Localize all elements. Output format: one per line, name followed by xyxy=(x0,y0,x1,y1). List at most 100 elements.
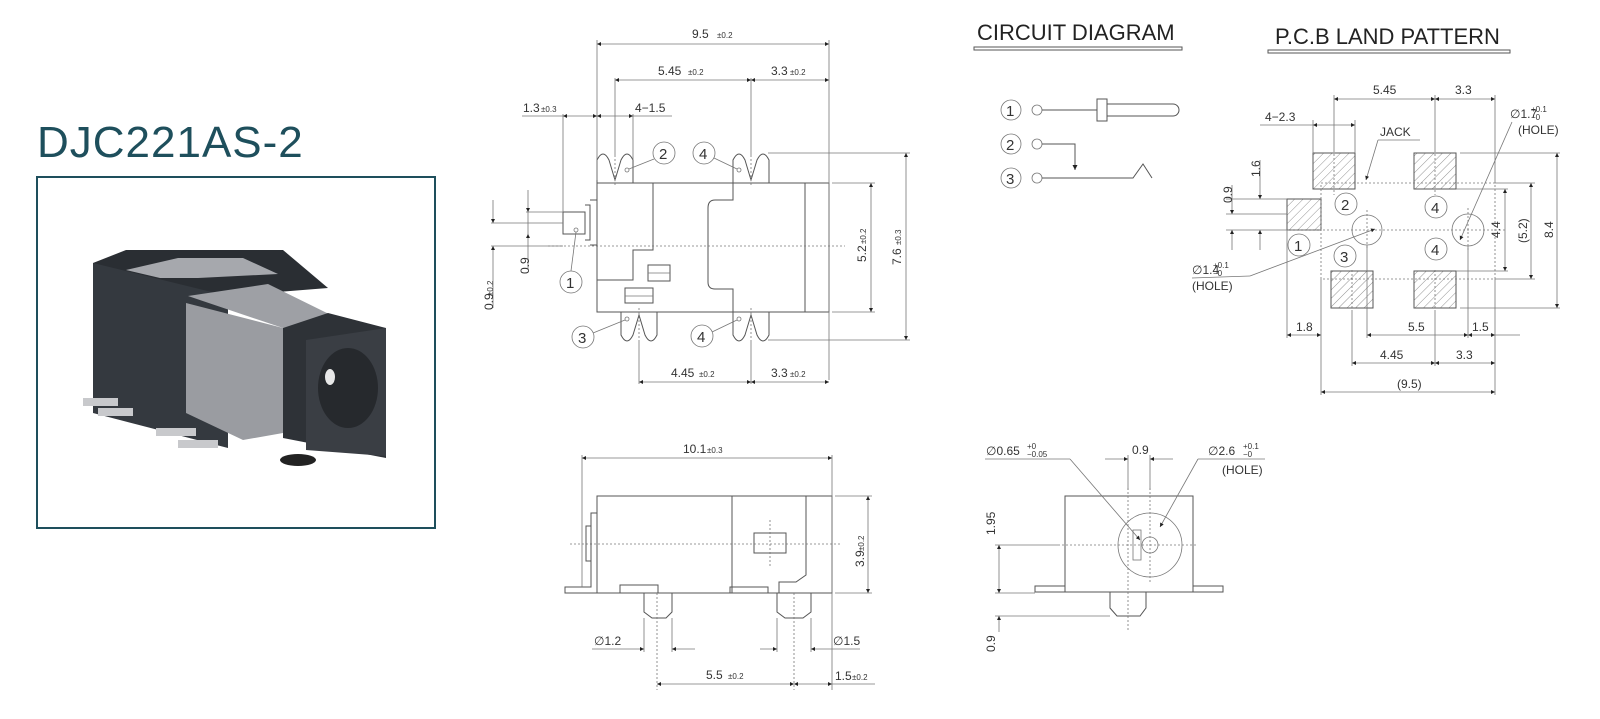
pcb-dim-inner-h: 4.4 xyxy=(1489,221,1503,238)
pin-callout-3 xyxy=(571,325,595,349)
svg-text:3: 3 xyxy=(1340,249,1348,266)
pcb-dim-span-b: 3.3 xyxy=(1455,83,1472,97)
svg-text:−0.05: −0.05 xyxy=(1027,450,1048,459)
svg-text:+0.1: +0.1 xyxy=(1531,105,1547,114)
svg-text:(HOLE): (HOLE) xyxy=(1518,123,1559,137)
top-view: 9.5 ±0.2 5.45 ±0.2 3.3 ±0.2 1.3 ±0.3 4−1… xyxy=(482,27,910,384)
peg-small xyxy=(643,593,673,619)
pcb-dim-right-off: 1.5 xyxy=(1472,320,1489,334)
svg-text:±0.2: ±0.2 xyxy=(728,672,744,681)
product-render xyxy=(83,250,386,466)
svg-text:2: 2 xyxy=(659,146,667,163)
svg-text:±0.2: ±0.2 xyxy=(790,68,806,77)
pin-3-outline xyxy=(620,312,658,342)
svg-text:−0: −0 xyxy=(1213,269,1223,278)
svg-text:4: 4 xyxy=(699,146,707,163)
pcb-dim-bottom-right: 3.3 xyxy=(1456,348,1473,362)
svg-text:±0.2: ±0.2 xyxy=(790,370,806,379)
svg-text:2: 2 xyxy=(1006,137,1014,154)
dim-pin1-width: 0.9 xyxy=(518,257,532,274)
dim-pin1-offset: 1.3 xyxy=(523,101,540,115)
svg-text:−0: −0 xyxy=(1531,113,1541,122)
front-body-outline xyxy=(1064,495,1194,593)
pcb-dim-pad-h: 1.6 xyxy=(1249,160,1263,177)
circuit-pin-2 xyxy=(1000,133,1022,155)
svg-text:±0.2: ±0.2 xyxy=(688,68,704,77)
dim-pin-span-bottom: 4.45 xyxy=(671,366,695,380)
side-dim-peg-right: 1.5 xyxy=(835,669,852,683)
svg-text:±0.3: ±0.3 xyxy=(541,105,557,114)
dim-right-offset-top: 3.3 xyxy=(771,64,788,78)
svg-text:±0.3: ±0.3 xyxy=(894,229,903,245)
dim-body-height: 5.2 xyxy=(855,245,869,262)
pcb-dim-hole-span: 5.5 xyxy=(1408,320,1425,334)
side-view: 10.1 ±0.3 3.9 ±0.2 ∅1.2 ∅1.5 5.5 ±0.2 1.… xyxy=(564,442,875,690)
pcb-dim-ref-h: (5.2) xyxy=(1516,218,1530,243)
svg-text:±0.2: ±0.2 xyxy=(857,535,866,551)
svg-text:±0.2: ±0.2 xyxy=(699,370,715,379)
pcb-land-pattern: P.C.B LAND PATTERN 2 1 3 4 4 5.45 3.3 xyxy=(1191,24,1560,395)
pad-4-bottom xyxy=(1413,270,1457,309)
jack-outline xyxy=(1320,182,1496,280)
svg-text:±0.2: ±0.2 xyxy=(859,228,868,244)
svg-text:1: 1 xyxy=(566,275,574,292)
dim-pin-width: 4−1.5 xyxy=(635,101,666,115)
svg-text:±0.2: ±0.2 xyxy=(486,280,495,296)
front-dim-center-h: 1.95 xyxy=(984,511,998,535)
svg-text:+0.1: +0.1 xyxy=(1213,261,1229,270)
shield-face xyxy=(186,303,283,440)
pcb-dim-ref-w: (9.5) xyxy=(1397,377,1422,391)
dim-right-offset-bottom: 3.3 xyxy=(771,366,788,380)
svg-text:2: 2 xyxy=(1341,197,1349,214)
circuit-diagram: CIRCUIT DIAGRAM 1 2 3 xyxy=(973,20,1183,189)
circuit-diagram-title: CIRCUIT DIAGRAM xyxy=(977,20,1175,45)
center-pin xyxy=(325,369,335,385)
svg-text:+0.1: +0.1 xyxy=(1243,442,1259,451)
pcb-dim-left-off: 1.8 xyxy=(1296,320,1313,334)
circuit-pin-3 xyxy=(1000,167,1022,189)
svg-text:4: 4 xyxy=(697,329,705,346)
front-dim-pin-dia: ∅0.65 xyxy=(986,444,1020,458)
dim-overall-height: 7.6 xyxy=(890,248,904,265)
pin-callout-4-bottom xyxy=(690,324,714,348)
dim-pin-span-top: 5.45 xyxy=(658,64,682,78)
jack-hole xyxy=(318,348,378,428)
svg-text:±0.2: ±0.2 xyxy=(852,673,868,682)
svg-text:(HOLE): (HOLE) xyxy=(1222,463,1263,477)
front-dim-hole-dia: ∅2.6 xyxy=(1208,444,1235,458)
svg-text:4: 4 xyxy=(1431,200,1439,217)
front-dim-peg-h: 0.9 xyxy=(984,635,998,652)
side-dim-peg-small: ∅1.2 xyxy=(594,634,621,648)
svg-text:1: 1 xyxy=(1006,103,1014,120)
svg-text:±0.3: ±0.3 xyxy=(707,446,723,455)
pcb-hole-small: ∅1.4 xyxy=(1192,263,1219,277)
top-body-outline xyxy=(596,182,830,313)
svg-text:4: 4 xyxy=(1431,242,1439,259)
pcb-dim-pad-width: 4−2.3 xyxy=(1265,110,1296,124)
svg-text:3: 3 xyxy=(1006,171,1014,188)
svg-text:(HOLE): (HOLE) xyxy=(1192,279,1233,293)
svg-text:1: 1 xyxy=(1294,238,1302,255)
dim-overall-width: 9.5 xyxy=(692,27,709,41)
pin-callout-1 xyxy=(559,270,583,294)
svg-text:+0: +0 xyxy=(1027,442,1037,451)
side-dim-height: 3.9 xyxy=(853,550,867,567)
pcb-dim-overall-h: 8.4 xyxy=(1542,221,1556,238)
product-photo-frame xyxy=(36,176,436,529)
svg-text:±0.2: ±0.2 xyxy=(717,31,733,40)
pcb-jack-label: JACK xyxy=(1380,125,1411,139)
model-title: DJC221AS-2 xyxy=(37,118,304,167)
switch-contact-symbol xyxy=(1042,143,1078,170)
shell-top-plate xyxy=(126,258,278,278)
side-body-outline xyxy=(596,495,833,594)
side-dim-peg-large: ∅1.5 xyxy=(833,634,860,648)
pcb-dim-span-a: 5.45 xyxy=(1373,83,1397,97)
dim-pin1-pos: 0.9 xyxy=(482,293,496,310)
pcb-dim-bottom-span: 4.45 xyxy=(1380,348,1404,362)
pin-callout-4-top xyxy=(692,141,716,165)
pcb-dim-pad1-h: 0.9 xyxy=(1221,186,1235,203)
svg-text:−0: −0 xyxy=(1243,450,1253,459)
pin-callout-2 xyxy=(652,141,676,165)
circuit-pin-1 xyxy=(1000,99,1022,121)
